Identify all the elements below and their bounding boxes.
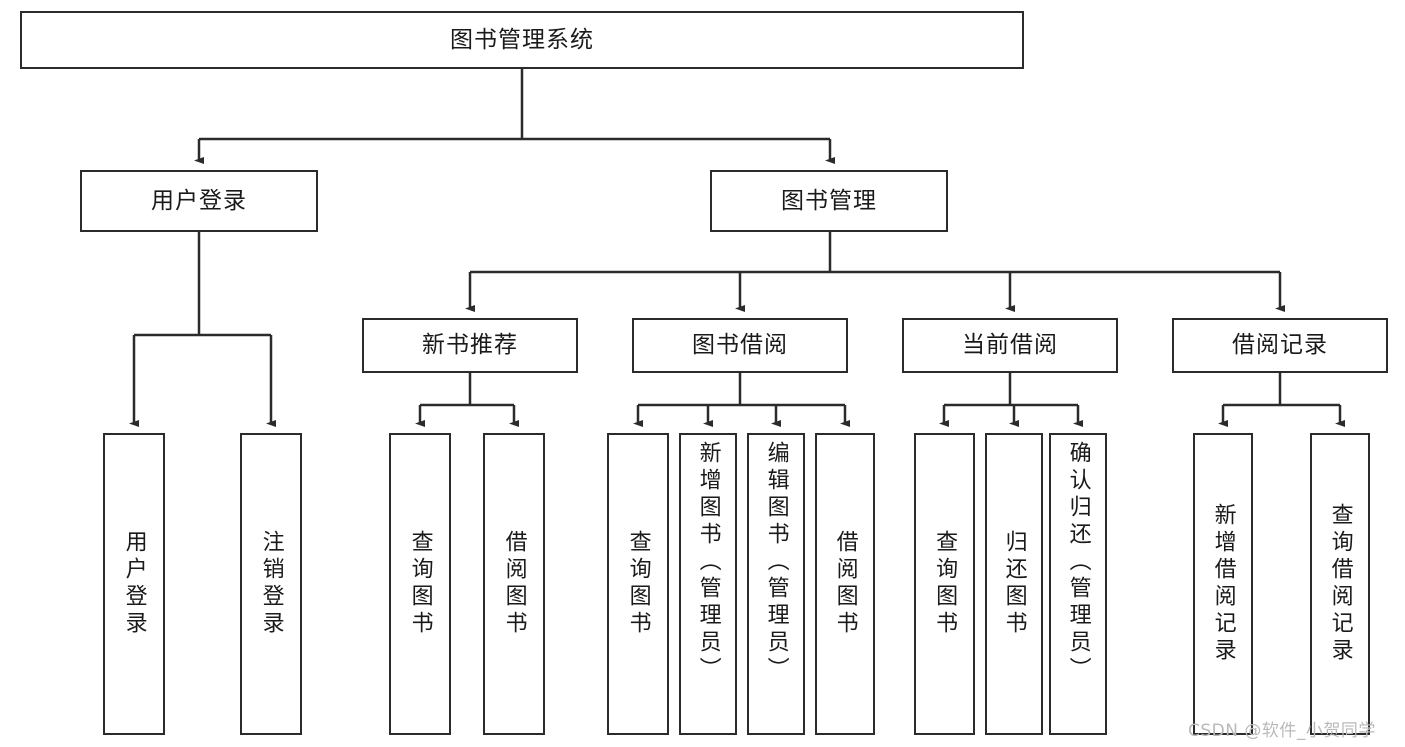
node-book-borrow[interactable]: 图书借阅 [632,318,848,373]
node-leaf-confirm-return[interactable]: 确认归还（管理员） [1049,433,1107,735]
node-user-login-label: 用户登录 [151,187,247,214]
node-leaf-query-book-3[interactable]: 查询图书 [914,433,975,735]
node-leaf-logout[interactable]: 注销登录 [240,433,302,735]
node-leaf-query-book-2-label: 查询图书 [625,530,651,638]
node-leaf-user-login-label: 用户登录 [121,530,147,638]
node-leaf-borrow-book-1[interactable]: 借阅图书 [483,433,545,735]
node-borrow-record[interactable]: 借阅记录 [1172,318,1388,373]
node-current-borrow-label: 当前借阅 [962,332,1058,359]
node-leaf-borrow-book-2-label: 借阅图书 [832,530,858,638]
node-leaf-query-record-label: 查询借阅记录 [1327,503,1353,665]
node-leaf-user-login[interactable]: 用户登录 [103,433,165,735]
node-leaf-add-record[interactable]: 新增借阅记录 [1193,433,1253,735]
node-leaf-add-book-label: 新增图书（管理员） [695,441,721,684]
node-leaf-return-book[interactable]: 归还图书 [985,433,1043,735]
node-current-borrow[interactable]: 当前借阅 [902,318,1118,373]
node-leaf-query-book-1[interactable]: 查询图书 [389,433,451,735]
node-new-book-rec-label: 新书推荐 [422,332,518,359]
node-leaf-edit-book[interactable]: 编辑图书（管理员） [747,433,805,735]
node-root-label: 图书管理系统 [450,26,594,53]
node-leaf-edit-book-label: 编辑图书（管理员） [763,441,789,684]
node-leaf-query-book-2[interactable]: 查询图书 [607,433,669,735]
node-leaf-query-book-1-label: 查询图书 [407,530,433,638]
node-book-manage-label: 图书管理 [781,187,877,214]
node-leaf-return-book-label: 归还图书 [1001,530,1027,638]
node-leaf-borrow-book-1-label: 借阅图书 [501,530,527,638]
node-user-login[interactable]: 用户登录 [80,170,318,232]
node-leaf-logout-label: 注销登录 [258,530,284,638]
node-leaf-confirm-return-label: 确认归还（管理员） [1065,441,1091,684]
node-root[interactable]: 图书管理系统 [20,11,1024,69]
csdn-watermark: CSDN @软件_小贺同学 [1188,721,1376,741]
node-leaf-add-record-label: 新增借阅记录 [1210,503,1236,665]
node-borrow-record-label: 借阅记录 [1232,332,1328,359]
node-leaf-query-record[interactable]: 查询借阅记录 [1310,433,1370,735]
node-leaf-borrow-book-2[interactable]: 借阅图书 [815,433,875,735]
node-leaf-add-book[interactable]: 新增图书（管理员） [679,433,737,735]
node-book-borrow-label: 图书借阅 [692,332,788,359]
node-book-manage[interactable]: 图书管理 [710,170,948,232]
node-leaf-query-book-3-label: 查询图书 [932,530,958,638]
node-new-book-rec[interactable]: 新书推荐 [362,318,578,373]
